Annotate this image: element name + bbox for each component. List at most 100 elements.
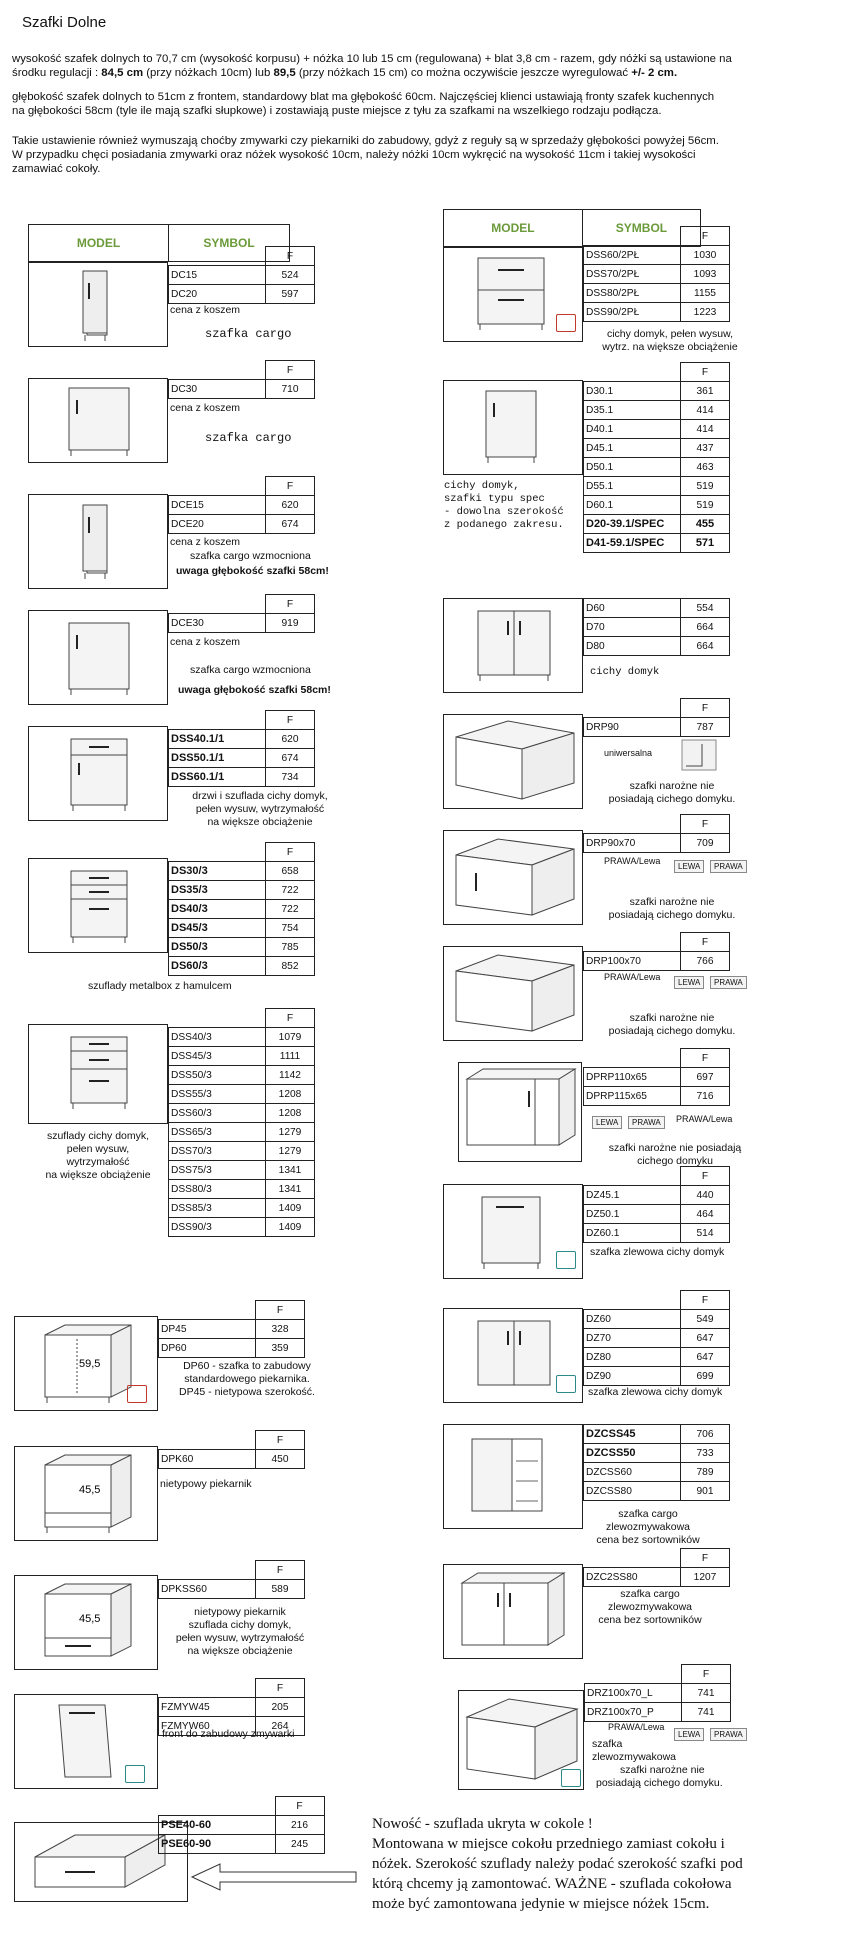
label: PRAWA/Lewa	[608, 1722, 665, 1732]
cargo-sink-cabinet-icon	[471, 1438, 543, 1512]
note: szafka cargo	[205, 431, 292, 445]
intro-line: zamawiać cokoły.	[12, 163, 101, 175]
page-title: Szafki Dolne	[22, 14, 107, 31]
note: szafki narożne nie	[620, 1764, 705, 1776]
product-image-box	[443, 1564, 583, 1659]
product-image-box: 45,5	[14, 1446, 158, 1541]
product-image-box	[443, 714, 583, 809]
sink-icon	[556, 1375, 576, 1393]
note: cichy domyk,szafki typu spec- dowolna sz…	[444, 480, 564, 531]
note: uwaga głębokość szafki 58cm!	[178, 684, 331, 696]
notice-line: Nowość - szuflada ukryta w cokole !	[372, 1816, 593, 1832]
label: PRAWA/Lewa	[604, 856, 661, 866]
dimension-label: 59,5	[79, 1358, 100, 1370]
left-variant-badge: LEWA	[674, 1728, 705, 1741]
dimension-label: 45,5	[79, 1484, 100, 1496]
note: szafka cargo wzmocniona	[190, 664, 311, 676]
right-variant-badge: PRAWA	[710, 860, 747, 873]
left-table-header: MODEL SYMBOL	[28, 224, 290, 262]
intro-text: wysokość szafek dolnych to 70,7 cm (wyso…	[12, 52, 842, 80]
intro-text-2: głębokość szafek dolnych to 51cm z front…	[12, 90, 842, 118]
corner-cabinet-icon	[455, 720, 575, 800]
corner-cabinet-icon	[455, 838, 575, 916]
product-image-box	[28, 378, 168, 463]
cabinet-icon	[68, 387, 130, 456]
corner-sink-cabinet-icon	[465, 1698, 579, 1780]
note: szafka	[592, 1738, 623, 1750]
dishwasher-front-icon	[58, 1704, 112, 1778]
note: zlewozmywakowa	[592, 1751, 677, 1763]
corner-diagram-icon	[681, 739, 717, 771]
col-f: F	[265, 246, 315, 266]
note: szuflady cichy domyk,pełen wysuw,wytrzym…	[45, 1130, 151, 1181]
product-image-box	[443, 247, 583, 342]
note: cena z koszem	[170, 636, 241, 648]
product-image-box	[28, 726, 168, 821]
product-image-box: 59,5	[14, 1316, 158, 1411]
drawer-cabinet-icon	[70, 1036, 128, 1109]
label: uniwersalna	[604, 748, 653, 758]
intro-line: na głębokości 58cm (tyle ile mają szafki…	[12, 105, 662, 117]
oven-drawer-cabinet-icon: 45,5	[44, 1583, 132, 1657]
product-image-box	[28, 858, 168, 953]
sink-icon	[561, 1769, 581, 1787]
left-variant-badge: LEWA	[592, 1116, 623, 1129]
note: cena z koszem	[170, 402, 241, 414]
intro-line: Takie ustawienie również wymuszają choćb…	[12, 135, 719, 147]
oven-cabinet-icon: 45,5	[44, 1454, 132, 1533]
note: szafka zlewowa cichy domyk	[588, 1386, 723, 1398]
dishwasher-icon	[125, 1765, 145, 1783]
drawer-cabinet-icon	[477, 257, 545, 330]
product-image-box	[443, 1184, 583, 1279]
